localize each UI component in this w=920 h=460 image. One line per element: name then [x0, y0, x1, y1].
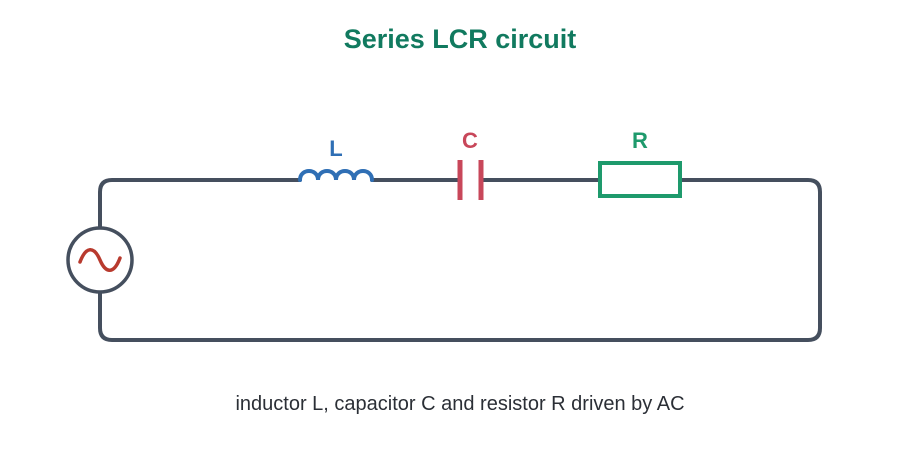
- inductor: L: [298, 136, 374, 182]
- ac-source-icon: [78, 248, 122, 272]
- inductor-coil: [298, 169, 374, 182]
- ac-source: [66, 226, 134, 294]
- capacitor: C: [457, 128, 484, 200]
- resistor: R: [598, 128, 682, 198]
- resistor-body: [598, 161, 682, 198]
- capacitor-label: C: [462, 128, 478, 153]
- diagram-caption: inductor L, capacitor C and resistor R d…: [235, 393, 685, 415]
- circuit-wire: [98, 178, 822, 342]
- resistor-label: R: [632, 128, 648, 153]
- page-title: Series LCR circuit: [343, 24, 577, 54]
- inductor-label: L: [329, 136, 342, 161]
